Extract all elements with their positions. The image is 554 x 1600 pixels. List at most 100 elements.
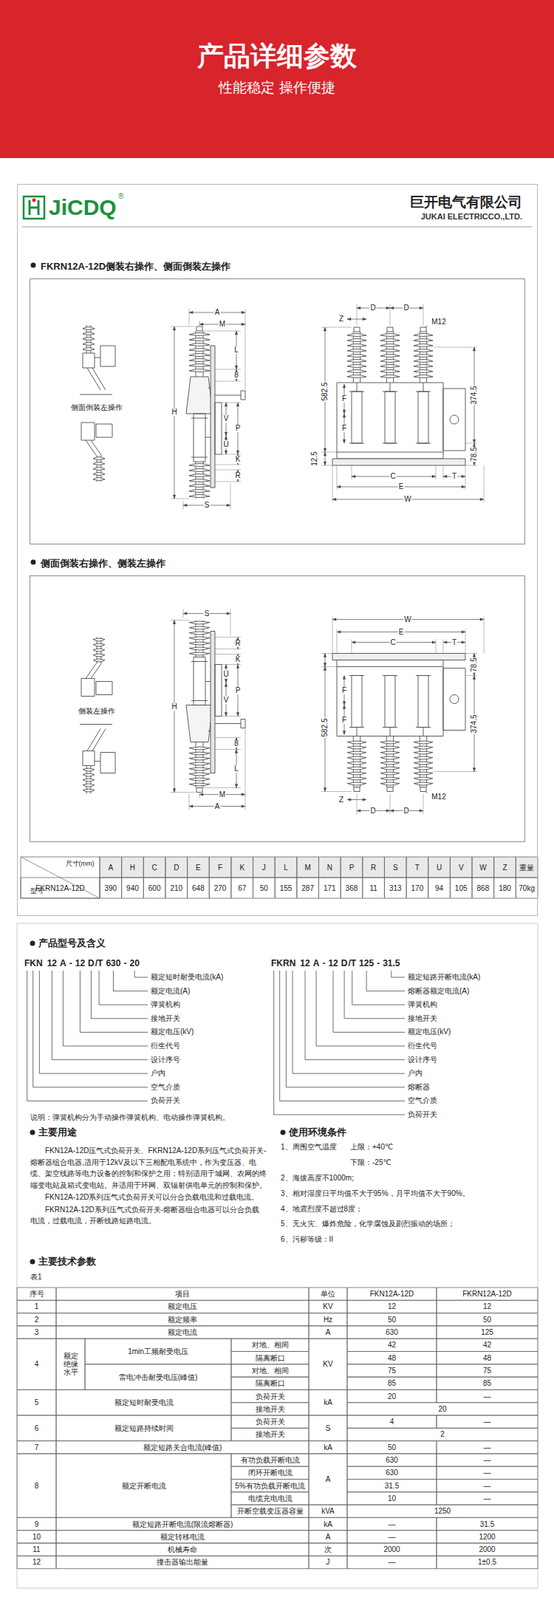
table-cell: 85 bbox=[347, 1376, 437, 1390]
table-header-cell: V bbox=[449, 856, 473, 878]
bolt bbox=[353, 327, 360, 332]
table-grid bbox=[436, 1338, 538, 1352]
insulator-shed bbox=[347, 339, 367, 343]
insulator-shed bbox=[347, 333, 367, 337]
code-meaning: 接地开关 bbox=[407, 1014, 438, 1024]
condition-item: 3、相对湿度日平均值不大于95%，月平均值不大于90%。 bbox=[280, 1189, 470, 1199]
fuse-tube bbox=[85, 664, 102, 679]
table-grid bbox=[308, 1389, 348, 1416]
table-caption: 表1 bbox=[30, 1272, 43, 1282]
table-cell: 1min工频耐受电压 bbox=[84, 1338, 232, 1365]
table-grid bbox=[16, 1415, 57, 1442]
table-grid bbox=[296, 856, 320, 878]
bullet bbox=[31, 559, 37, 566]
table-header-cell: D bbox=[165, 856, 188, 878]
table-header-cell: C bbox=[143, 856, 166, 878]
insulator-shed bbox=[93, 462, 105, 466]
table-grid bbox=[347, 1364, 437, 1377]
handle bbox=[214, 719, 246, 729]
side-plate bbox=[210, 631, 215, 774]
insulator-shed bbox=[82, 342, 95, 346]
table-cell: 210 bbox=[165, 877, 188, 899]
insulator-shed bbox=[413, 333, 433, 337]
insulator-shed bbox=[189, 777, 210, 781]
table-grid bbox=[274, 856, 297, 878]
table-cell: 48 bbox=[436, 1351, 538, 1365]
table-grid bbox=[436, 1313, 538, 1326]
table-grid bbox=[231, 1389, 309, 1402]
extension-line bbox=[203, 749, 241, 789]
table-cell: S bbox=[308, 1415, 348, 1442]
insulator-shed bbox=[93, 643, 105, 647]
view-caption: 侧装左操作 bbox=[77, 707, 116, 716]
header-rule bbox=[22, 226, 532, 228]
table-grid bbox=[308, 1313, 348, 1326]
insulator-shed bbox=[82, 347, 95, 351]
link bbox=[205, 681, 211, 732]
table-grid bbox=[319, 877, 342, 899]
table-grid bbox=[84, 1364, 232, 1391]
base-line bbox=[79, 394, 113, 396]
bullet bbox=[280, 1130, 286, 1136]
code-meaning: 额定电压(kV) bbox=[407, 1028, 451, 1038]
mechanism-box bbox=[100, 752, 116, 774]
dimension-label: Z bbox=[338, 796, 345, 804]
table-grid bbox=[253, 856, 276, 878]
dimension-arrow bbox=[347, 798, 367, 802]
code-segment: 20 bbox=[129, 958, 139, 970]
logo-mark bbox=[29, 200, 39, 215]
table-grid bbox=[308, 1300, 348, 1313]
drawing-b bbox=[79, 609, 484, 815]
code-segment: D bbox=[87, 958, 95, 970]
insulator-shed bbox=[380, 359, 400, 363]
table-cell: A bbox=[308, 1325, 348, 1339]
insulator-shed bbox=[189, 364, 210, 368]
table-grid bbox=[56, 1313, 309, 1326]
insulator-shed bbox=[189, 767, 210, 771]
table-grid bbox=[449, 877, 473, 899]
insulator-shed bbox=[380, 339, 400, 343]
table-grid bbox=[296, 877, 320, 899]
table-grid bbox=[362, 877, 385, 899]
extension-line bbox=[170, 326, 196, 499]
table-cell: 42 bbox=[436, 1338, 538, 1352]
table-grid bbox=[231, 1427, 309, 1441]
table-cell: 额定电流 bbox=[56, 1325, 309, 1339]
code-segment: D bbox=[341, 958, 348, 970]
frame bbox=[336, 660, 444, 737]
mechanism-box bbox=[443, 668, 466, 731]
dimension-label: E bbox=[398, 483, 405, 491]
insulator-shed bbox=[380, 782, 400, 786]
table-grid bbox=[16, 1441, 57, 1454]
link bbox=[356, 727, 358, 737]
table-grid bbox=[436, 1453, 538, 1467]
table-grid bbox=[231, 1466, 309, 1479]
drawing-a bbox=[79, 304, 484, 510]
mechanism-box bbox=[96, 681, 113, 696]
bolt bbox=[420, 327, 427, 332]
condition-item: 4、地震烈度不超过8度； bbox=[280, 1204, 363, 1214]
insulator-shed bbox=[380, 751, 400, 755]
leader-line bbox=[27, 970, 148, 1101]
table-grid bbox=[165, 856, 188, 878]
table-grid bbox=[308, 1441, 348, 1454]
insulator-shed bbox=[380, 777, 400, 781]
insulator-shed bbox=[413, 359, 433, 363]
table-grid bbox=[436, 1441, 538, 1454]
table-grid bbox=[231, 1402, 309, 1416]
table-grid bbox=[253, 877, 276, 899]
condition-item: 上限：+40℃ bbox=[350, 1142, 393, 1152]
logo-text: JiCDQ bbox=[48, 195, 117, 221]
code-meaning: 空气介质 bbox=[407, 1096, 438, 1106]
table-grid bbox=[16, 1517, 57, 1530]
table-grid bbox=[20, 856, 100, 899]
dimension-label: H bbox=[170, 408, 178, 416]
insulator-shed bbox=[347, 364, 367, 368]
table-grid bbox=[449, 856, 473, 878]
insulator-shed bbox=[347, 370, 367, 374]
table-cell: 对地、相间 bbox=[231, 1364, 309, 1377]
code-meaning: 额定电压(kV) bbox=[150, 1028, 194, 1038]
insulator-shed bbox=[93, 648, 105, 652]
extension-line bbox=[214, 637, 241, 717]
table-fill bbox=[494, 856, 517, 878]
